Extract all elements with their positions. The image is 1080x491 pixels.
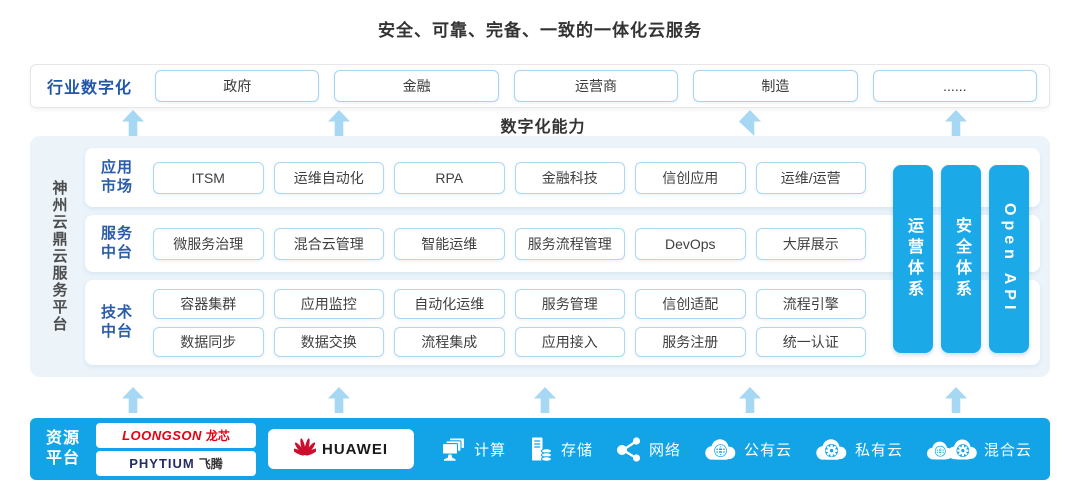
capability-label: 数字化能力 bbox=[500, 119, 586, 136]
pillar-open-api: Open API bbox=[989, 165, 1029, 353]
row-service-platform-label: 服务中台 bbox=[101, 224, 134, 261]
item-rpa: RPA bbox=[394, 161, 505, 194]
storage-icon bbox=[528, 436, 554, 463]
item-app-access: 应用接入 bbox=[514, 326, 625, 357]
up-arrow-icon bbox=[739, 110, 761, 136]
item-data-exchange: 数据交换 bbox=[273, 326, 384, 357]
resource-private-cloud: 私有云 bbox=[814, 437, 903, 462]
item-itsm: ITSM bbox=[153, 161, 264, 194]
phytium-pill: PHYTIUM 飞腾 bbox=[96, 450, 256, 476]
item-automated-ops: 自动化运维 bbox=[394, 288, 505, 319]
industry-box-more: ...... bbox=[872, 70, 1038, 102]
pillar-security-system: 安全体系 bbox=[941, 165, 981, 353]
industry-row-label: 行业数字化 bbox=[47, 80, 133, 97]
up-arrow-icon bbox=[328, 387, 350, 413]
item-ops-automation: 运维自动化 bbox=[273, 161, 384, 194]
up-arrow-icon bbox=[122, 110, 144, 136]
row-tech-platform-label: 技术中台 bbox=[101, 303, 134, 340]
row-app-market-items: ITSM 运维自动化 RPA 金融科技 信创应用 运维/运营 bbox=[153, 161, 866, 194]
industry-row: 行业数字化 政府 金融 运营商 制造 ...... bbox=[30, 64, 1050, 108]
loongson-logo: LOONGSON bbox=[122, 427, 202, 443]
item-service-mgmt: 服务管理 bbox=[514, 288, 625, 319]
row-app-market: 应用市场 ITSM 运维自动化 RPA 金融科技 信创应用 运维/运营 bbox=[85, 148, 1040, 207]
resource-network: 网络 bbox=[615, 436, 681, 463]
phytium-cn-label: 飞腾 bbox=[198, 456, 223, 471]
item-xinchuang-adapt: 信创适配 bbox=[635, 288, 746, 319]
resource-compute: 计算 bbox=[440, 436, 506, 463]
industry-box-manufacturing: 制造 bbox=[693, 70, 858, 102]
row-service-platform: 服务中台 微服务治理 混合云管理 智能运维 服务流程管理 DevOps 大屏展示 bbox=[85, 215, 1040, 272]
network-icon bbox=[615, 436, 642, 463]
item-data-sync: 数据同步 bbox=[153, 326, 264, 357]
resource-private-cloud-label: 私有云 bbox=[854, 441, 903, 459]
item-service-registry: 服务注册 bbox=[635, 326, 746, 357]
item-process-integration: 流程集成 bbox=[394, 326, 505, 357]
industry-box-operator: 运营商 bbox=[513, 70, 679, 102]
loongson-cn-label: 龙芯 bbox=[205, 428, 230, 443]
resource-bar-label: 资源平台 bbox=[46, 430, 81, 467]
resource-hybrid-cloud-label: 混合云 bbox=[983, 441, 1032, 459]
platform-name: 神州云鼎云服务平台 bbox=[50, 180, 68, 333]
row-tech-platform: 技术中台 容器集群 应用监控 自动化运维 服务管理 信创适配 流程引擎 数据同步… bbox=[85, 280, 1040, 365]
loongson-pill: LOONGSON 龙芯 bbox=[96, 422, 256, 448]
resource-storage-label: 存储 bbox=[560, 441, 593, 459]
resource-storage: 存储 bbox=[528, 436, 593, 463]
vendor-pills: LOONGSON 龙芯 PHYTIUM 飞腾 bbox=[96, 422, 256, 476]
row-service-platform-items: 微服务治理 混合云管理 智能运维 服务流程管理 DevOps 大屏展示 bbox=[153, 227, 866, 260]
platform-rows: 应用市场 ITSM 运维自动化 RPA 金融科技 信创应用 运维/运营 服务中台… bbox=[85, 136, 1040, 377]
resource-bar: 资源平台 LOONGSON 龙芯 PHYTIUM 飞腾 bbox=[30, 418, 1050, 480]
huawei-pill: HUAWEI bbox=[268, 429, 414, 469]
row-tech-platform-items: 容器集群 应用监控 自动化运维 服务管理 信创适配 流程引擎 数据同步 数据交换… bbox=[153, 288, 866, 357]
item-microservice-governance: 微服务治理 bbox=[153, 227, 264, 260]
item-big-screen: 大屏展示 bbox=[755, 227, 866, 260]
phytium-logo: PHYTIUM bbox=[129, 455, 195, 471]
up-arrow-icon bbox=[328, 110, 350, 136]
pillar-operation-system: 运营体系 bbox=[893, 165, 933, 353]
item-app-monitoring: 应用监控 bbox=[273, 288, 384, 319]
up-arrow-icon bbox=[739, 387, 761, 413]
up-arrow-icon bbox=[945, 387, 967, 413]
huawei-logo-text: HUAWEI bbox=[322, 440, 388, 458]
resource-network-label: 网络 bbox=[648, 441, 681, 459]
item-xinchuang-app: 信创应用 bbox=[635, 161, 746, 194]
item-unified-auth: 统一认证 bbox=[755, 326, 866, 357]
platform-panel: 神州云鼎云服务平台 应用市场 ITSM 运维自动化 RPA 金融科技 信创应用 … bbox=[30, 136, 1050, 377]
diagram-title: 安全、可靠、完备、一致的一体化云服务 bbox=[378, 21, 702, 40]
tech-items-bottom: 数据同步 数据交换 流程集成 应用接入 服务注册 统一认证 bbox=[153, 326, 866, 357]
resource-hybrid-cloud: 混合云 bbox=[925, 437, 1032, 462]
resource-compute-label: 计算 bbox=[474, 441, 507, 459]
item-devops: DevOps bbox=[635, 227, 746, 260]
item-ops-operation: 运维/运营 bbox=[755, 161, 866, 194]
public-cloud-icon bbox=[703, 437, 737, 462]
up-arrow-icon bbox=[945, 110, 967, 136]
industry-box-finance: 金融 bbox=[334, 70, 499, 102]
resource-public-cloud: 公有云 bbox=[703, 437, 792, 462]
pillars: 运营体系 安全体系 Open API bbox=[893, 165, 1029, 353]
huawei-flower-icon bbox=[292, 437, 318, 462]
item-process-engine: 流程引擎 bbox=[755, 288, 866, 319]
item-container-cluster: 容器集群 bbox=[153, 288, 264, 319]
row-app-market-label: 应用市场 bbox=[101, 158, 134, 195]
item-service-process-mgmt: 服务流程管理 bbox=[514, 227, 625, 260]
resource-items: 计算 存储 bbox=[440, 436, 1032, 463]
up-arrow-icon bbox=[534, 387, 556, 413]
tech-items-top: 容器集群 应用监控 自动化运维 服务管理 信创适配 流程引擎 bbox=[153, 288, 866, 319]
compute-icon bbox=[440, 436, 467, 463]
private-cloud-icon bbox=[814, 437, 848, 462]
up-arrow-icon bbox=[122, 387, 144, 413]
item-hybrid-cloud-mgmt: 混合云管理 bbox=[273, 227, 384, 260]
industry-box-government: 政府 bbox=[155, 70, 320, 102]
item-fintech: 金融科技 bbox=[514, 161, 625, 194]
industry-items: 政府 金融 运营商 制造 ...... bbox=[155, 70, 1038, 102]
hybrid-cloud-icon bbox=[925, 437, 977, 462]
item-intelligent-ops: 智能运维 bbox=[394, 227, 505, 260]
resource-public-cloud-label: 公有云 bbox=[743, 441, 792, 459]
